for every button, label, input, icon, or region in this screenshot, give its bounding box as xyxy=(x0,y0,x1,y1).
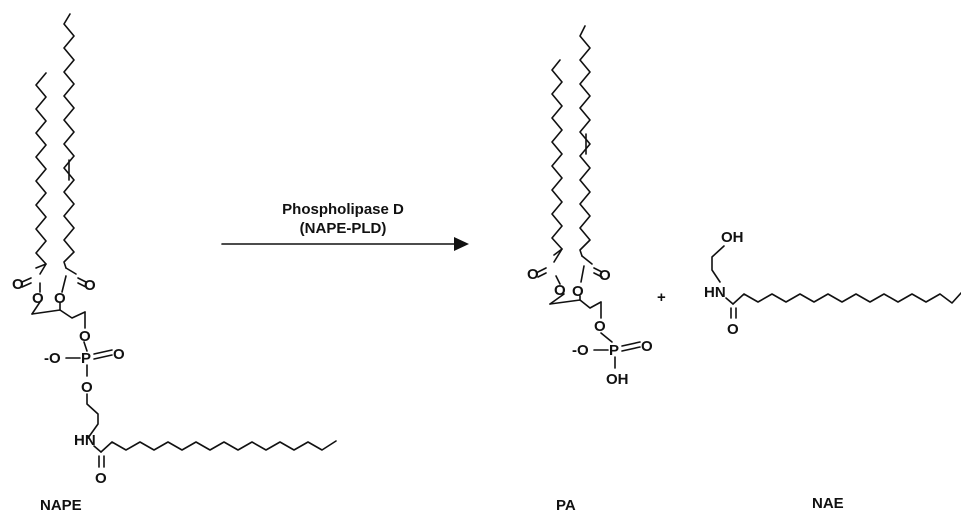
nae-hydroxyl: OH xyxy=(721,229,744,246)
pa-ester2-o: O xyxy=(572,283,584,300)
nape-amide-nh: HN xyxy=(74,432,96,449)
compound-label-nae: NAE xyxy=(812,495,844,512)
pa-ester2-carbonyl-o: O xyxy=(599,267,611,284)
enzyme-name: Phospholipase D xyxy=(282,201,404,218)
reaction-arrow: Phospholipase D (NAPE-PLD) xyxy=(221,201,469,251)
nape-amide-o: O xyxy=(95,470,107,487)
arrow-head xyxy=(454,237,469,251)
nape-structure: O O O O O -O P O O HN O NAPE xyxy=(12,13,337,514)
pa-sn2-chain xyxy=(579,25,591,257)
nape-ester1-o: O xyxy=(32,290,44,307)
nape-sn1-chain xyxy=(35,72,47,269)
nape-phosphoester-o2: O xyxy=(81,379,93,396)
compound-label-pa: PA xyxy=(556,497,576,514)
nape-phosphorus: P xyxy=(81,350,91,367)
pa-ester1-o: O xyxy=(554,282,566,299)
nae-amide-nh: HN xyxy=(704,284,726,301)
nape-sn2-chain xyxy=(63,13,75,269)
nape-ester1-carbonyl-o: O xyxy=(12,276,24,293)
nape-ester2-o: O xyxy=(54,290,66,307)
nape-ester2-carbonyl-o: O xyxy=(84,277,96,294)
nae-structure: OH HN O NAE xyxy=(704,229,961,512)
nape-phosphoester-o1: O xyxy=(79,328,91,345)
pa-phosphate-oh: OH xyxy=(606,371,629,388)
compound-label-nape: NAPE xyxy=(40,497,82,514)
pa-phosphate-oxo: O xyxy=(641,338,653,355)
nape-ethanolamine-linker xyxy=(86,393,99,439)
pa-phosphoester-o: O xyxy=(594,318,606,335)
nape-phosphate-o-minus: -O xyxy=(44,350,61,367)
pa-ester1-carbonyl-o: O xyxy=(527,266,539,283)
pa-phosphate-o-minus: -O xyxy=(572,342,589,359)
nape-phosphate-oxo: O xyxy=(113,346,125,363)
nape-n-acyl-chain xyxy=(100,440,337,453)
nae-amide-o: O xyxy=(727,321,739,338)
pa-glycerol-backbone xyxy=(549,299,602,309)
nae-acyl-chain xyxy=(732,292,961,305)
nape-glycerol-backbone xyxy=(31,309,86,319)
enzyme-abbreviation: (NAPE-PLD) xyxy=(300,220,387,237)
pa-sn1-chain xyxy=(551,59,563,256)
plus-sign: + xyxy=(657,289,666,306)
pa-phosphorus: P xyxy=(609,342,619,359)
nae-ethanolamine-linker xyxy=(711,245,725,283)
pa-structure: O O O O O -O P O OH PA xyxy=(527,25,653,514)
